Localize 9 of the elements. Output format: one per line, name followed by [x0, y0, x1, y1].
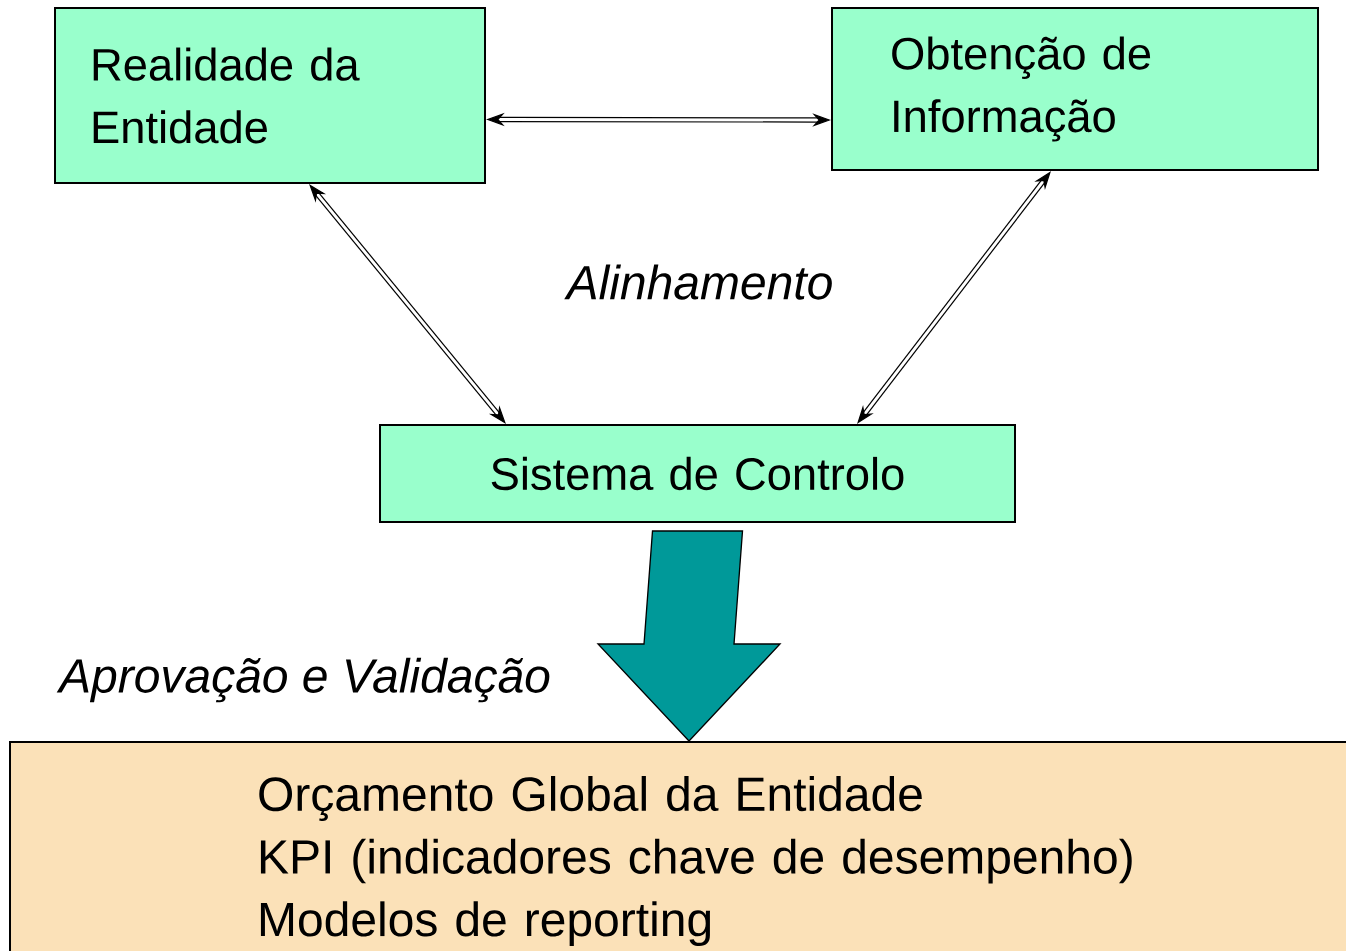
italic-label: Alinhamento	[564, 264, 832, 300]
double-arrow	[857, 171, 1051, 424]
block-arrow	[596, 530, 782, 742]
process-box: Sistema de Controlo	[379, 424, 1016, 523]
process-box: Obtenção de Informação	[831, 7, 1319, 171]
process-box: Realidade da Entidade	[54, 7, 486, 184]
italic-label: Aprovação e Validação	[56, 657, 550, 703]
double-arrow	[309, 184, 506, 424]
result-box: Orçamento Global da Entidade KPI (indicadores chave de desempenho) Modelos de reporting	[9, 741, 1346, 951]
